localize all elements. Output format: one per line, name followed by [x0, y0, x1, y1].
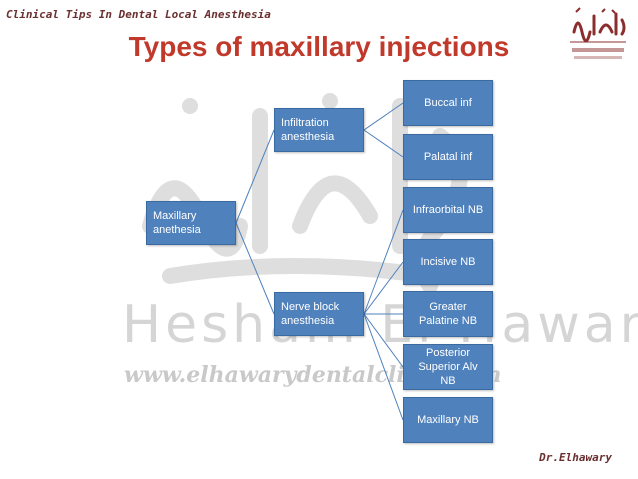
slide-title: Types of maxillary injections	[128, 31, 510, 62]
node-label: Nerve block anesthesia	[281, 301, 340, 327]
node-maxillary-nb: Maxillary NB	[403, 397, 493, 443]
clinic-logo	[566, 6, 630, 59]
watermark-calligraphy	[142, 93, 488, 294]
node-label: Infraorbital NB	[412, 204, 484, 216]
connector-root-nerve-block	[235, 222, 275, 315]
node-buccal-inf: Buccal inf	[403, 80, 493, 126]
node-label: Maxillary NB	[417, 414, 479, 426]
node-label: Posterior Superior Alv NB	[418, 347, 478, 387]
node-label: Maxillary anethesia	[153, 210, 201, 236]
connector-nerve-infraorbital	[363, 209, 404, 315]
node-label: Greater Palatine NB	[418, 301, 478, 327]
connector-nerve-maxillary	[363, 313, 404, 421]
connector-nerve-incisive	[363, 261, 404, 315]
connector-root-infiltration	[235, 129, 275, 224]
node-greater-palatine-nb: Greater Palatine NB	[403, 291, 493, 337]
header-subject: Clinical Tips In Dental Local Anesthesia	[6, 8, 271, 21]
node-infraorbital-nb: Infraorbital NB	[403, 187, 493, 233]
node-infiltration-anesthesia: Infiltration anesthesia	[274, 108, 364, 152]
node-maxillary-anethesia: Maxillary anethesia	[146, 201, 236, 245]
node-label: Incisive NB	[420, 256, 476, 268]
node-posterior-superior-alv-nb: Posterior Superior Alv NB	[403, 344, 493, 390]
author-credit: Dr.Elhawary	[539, 451, 612, 464]
node-palatal-inf: Palatal inf	[403, 134, 493, 180]
watermark-name: Hesham El-Hawary	[122, 295, 638, 355]
node-label: Infiltration anesthesia	[281, 117, 335, 143]
node-label: Buccal inf	[424, 97, 472, 109]
node-label: Palatal inf	[423, 151, 473, 163]
connector-infiltration-palatal	[363, 129, 404, 158]
connector-infiltration-buccal	[363, 102, 404, 131]
connector-nerve-psa	[363, 313, 404, 368]
node-nerve-block-anesthesia: Nerve block anesthesia	[274, 292, 364, 336]
node-incisive-nb: Incisive NB	[403, 239, 493, 285]
